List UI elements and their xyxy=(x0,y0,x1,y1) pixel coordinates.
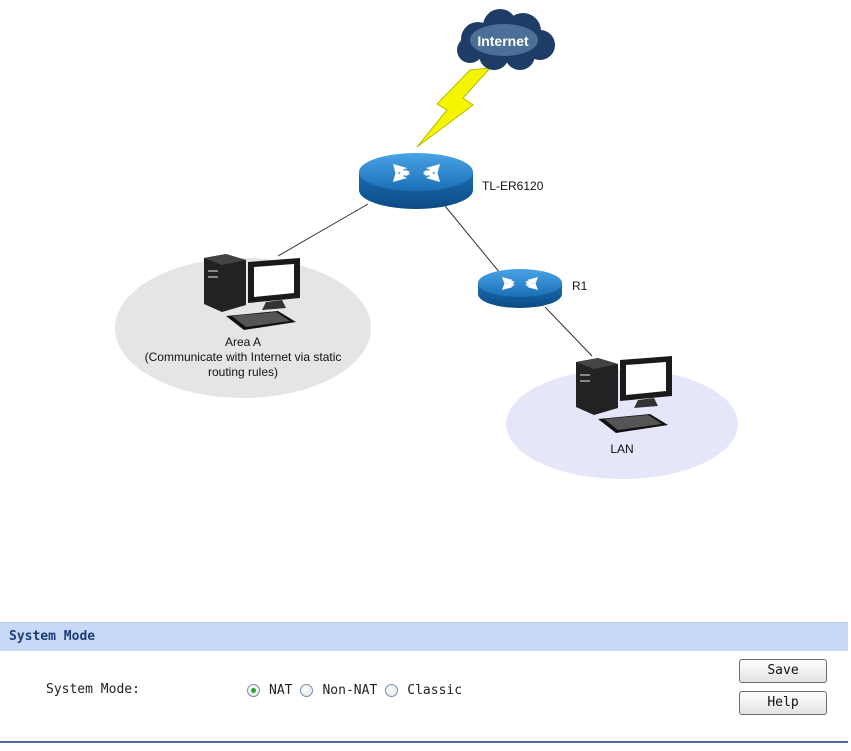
radio-nat[interactable] xyxy=(247,684,260,697)
main-router-icon xyxy=(359,153,473,209)
panel-footer-divider xyxy=(0,741,848,743)
link-r1-lan xyxy=(545,307,592,356)
r1-router-icon xyxy=(478,269,562,308)
radio-classic[interactable] xyxy=(385,684,398,697)
radio-label-classic: Classic xyxy=(407,683,462,698)
link-router-area-a xyxy=(278,204,368,256)
save-button[interactable]: Save xyxy=(739,659,827,683)
area-a-label-line2: (Communicate with Internet via static xyxy=(145,350,342,364)
main-router-label: TL-ER6120 xyxy=(482,179,544,193)
area-a-label-line1: Area A xyxy=(225,335,261,349)
radio-option-nat[interactable]: NAT xyxy=(247,683,292,698)
network-diagram: Internet TL-ER6120 R1 xyxy=(0,0,851,500)
radio-option-classic[interactable]: Classic xyxy=(385,683,462,698)
system-mode-panel: System Mode System Mode: NAT Non-NAT Cla… xyxy=(0,622,851,751)
radio-option-non-nat[interactable]: Non-NAT xyxy=(300,683,377,698)
system-mode-field-label: System Mode: xyxy=(46,682,140,697)
help-button[interactable]: Help xyxy=(739,691,827,715)
wan-link-lightning-icon xyxy=(417,68,490,147)
radio-label-nat: NAT xyxy=(269,683,292,698)
panel-title: System Mode xyxy=(9,629,95,644)
radio-label-non-nat: Non-NAT xyxy=(322,683,377,698)
system-mode-radio-group: NAT Non-NAT Classic xyxy=(247,681,470,699)
lan-label: LAN xyxy=(610,442,633,456)
panel-header: System Mode xyxy=(0,622,848,651)
area-a-label-line3: routing rules) xyxy=(208,365,278,379)
r1-router-label: R1 xyxy=(572,279,588,293)
link-router-r1 xyxy=(445,206,500,273)
internet-label: Internet xyxy=(477,33,529,49)
radio-non-nat[interactable] xyxy=(300,684,313,697)
